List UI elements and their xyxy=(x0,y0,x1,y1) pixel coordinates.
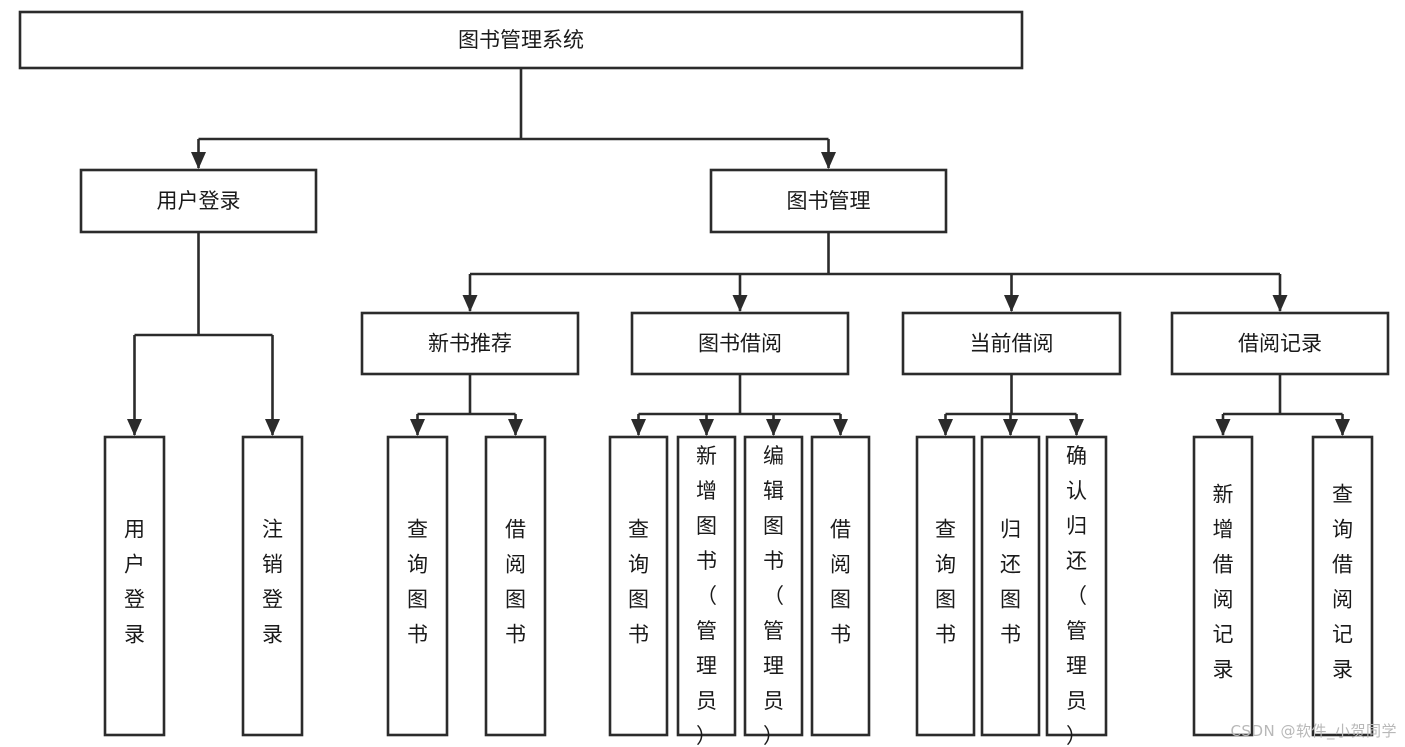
watermark-text: CSDN @软件_小贺同学 xyxy=(1230,722,1397,740)
node-label-user-login-do: 用户登录 xyxy=(124,518,145,647)
node-box-book-borrow xyxy=(630,311,850,376)
node-box-query-book-3 xyxy=(915,435,976,737)
arrow-head-icon xyxy=(410,419,425,436)
arrow-head-icon xyxy=(191,152,206,169)
node-layer: 用户登录用户登录注销登录图书管理新书推荐查询图书借阅图书图书借阅查询图书新增图书… xyxy=(18,10,1390,747)
node-query-book-1[interactable]: 查询图书 xyxy=(386,435,449,737)
node-box-edit-book xyxy=(743,435,804,737)
node-label-current-borrow: 当前借阅 xyxy=(970,332,1054,356)
arrow-head-icon xyxy=(127,419,142,436)
node-label-query-borrow-record: 查询借阅记录 xyxy=(1332,483,1353,682)
arrow-head-icon xyxy=(699,419,714,436)
node-borrow-book-2[interactable]: 借阅图书 xyxy=(810,435,871,737)
arrow-head-icon xyxy=(508,419,523,436)
node-label-return-book: 归还图书 xyxy=(1000,518,1021,647)
arrow-head-icon xyxy=(631,419,646,436)
node-query-book-3[interactable]: 查询图书 xyxy=(915,435,976,737)
node-confirm-return[interactable]: 确认归还（管理员） xyxy=(1045,435,1108,747)
node-new-book-recommend[interactable]: 新书推荐 xyxy=(360,311,580,376)
node-book-borrow[interactable]: 图书借阅 xyxy=(630,311,850,376)
node-box-confirm-return xyxy=(1045,435,1108,737)
node-add-borrow-record[interactable]: 新增借阅记录 xyxy=(1192,435,1254,737)
node-box-query-borrow-record xyxy=(1311,435,1374,737)
node-query-book-2[interactable]: 查询图书 xyxy=(608,435,669,737)
arrow-head-icon xyxy=(1215,419,1231,436)
node-root[interactable]: 图书管理系统 xyxy=(18,10,1024,70)
node-box-book-management xyxy=(709,168,948,234)
node-label-query-book-1: 查询图书 xyxy=(407,518,428,647)
node-label-borrow-book-1: 借阅图书 xyxy=(505,518,526,647)
node-box-query-book-2 xyxy=(608,435,669,737)
node-box-user-login-do xyxy=(103,435,166,737)
node-borrow-record[interactable]: 借阅记录 xyxy=(1170,311,1390,376)
node-label-query-book-2: 查询图书 xyxy=(628,518,649,647)
arrow-head-icon xyxy=(732,295,748,312)
node-label-book-borrow: 图书借阅 xyxy=(698,332,782,356)
node-box-return-book xyxy=(980,435,1041,737)
arrow-head-icon xyxy=(1272,295,1288,312)
arrow-head-icon xyxy=(1003,419,1018,436)
node-label-user-login: 用户登录 xyxy=(157,189,241,213)
node-user-login-do[interactable]: 用户登录 xyxy=(103,435,166,737)
node-book-management[interactable]: 图书管理 xyxy=(709,168,948,234)
node-user-logout[interactable]: 注销登录 xyxy=(241,435,304,737)
arrow-head-icon xyxy=(462,295,478,312)
arrow-head-icon xyxy=(766,419,781,436)
node-label-book-management: 图书管理 xyxy=(787,189,871,213)
node-query-borrow-record[interactable]: 查询借阅记录 xyxy=(1311,435,1374,737)
edge-layer xyxy=(127,68,1350,436)
node-box-borrow-record xyxy=(1170,311,1390,376)
node-label-add-book: 新增图书（管理员） xyxy=(696,444,717,747)
arrow-head-icon xyxy=(1069,419,1084,436)
node-add-book[interactable]: 新增图书（管理员） xyxy=(676,435,737,747)
node-label-user-logout: 注销登录 xyxy=(262,518,283,647)
node-label-root: 图书管理系统 xyxy=(458,28,584,52)
arrow-head-icon xyxy=(833,419,848,436)
node-borrow-book-1[interactable]: 借阅图书 xyxy=(484,435,547,737)
node-label-new-book-recommend: 新书推荐 xyxy=(428,332,512,356)
node-box-borrow-book-1 xyxy=(484,435,547,737)
arrow-head-icon xyxy=(821,152,836,169)
node-current-borrow[interactable]: 当前借阅 xyxy=(901,311,1122,376)
node-label-query-book-3: 查询图书 xyxy=(935,518,956,647)
node-return-book[interactable]: 归还图书 xyxy=(980,435,1041,737)
node-box-new-book-recommend xyxy=(360,311,580,376)
node-edit-book[interactable]: 编辑图书（管理员） xyxy=(743,435,804,747)
node-box-current-borrow xyxy=(901,311,1122,376)
node-label-add-borrow-record: 新增借阅记录 xyxy=(1213,483,1234,682)
node-box-query-book-1 xyxy=(386,435,449,737)
arrow-head-icon xyxy=(265,419,280,436)
arrow-head-icon xyxy=(1335,419,1350,436)
node-box-borrow-book-2 xyxy=(810,435,871,737)
arrow-head-icon xyxy=(1004,295,1019,312)
node-box-user-logout xyxy=(241,435,304,737)
node-label-confirm-return: 确认归还（管理员） xyxy=(1066,444,1087,747)
node-box-add-book xyxy=(676,435,737,737)
node-label-borrow-record: 借阅记录 xyxy=(1238,332,1322,356)
node-box-user-login xyxy=(79,168,318,234)
node-box-root xyxy=(18,10,1024,70)
node-label-edit-book: 编辑图书（管理员） xyxy=(763,444,784,747)
node-label-borrow-book-2: 借阅图书 xyxy=(830,518,851,647)
arrow-head-icon xyxy=(938,419,953,436)
node-user-login[interactable]: 用户登录 xyxy=(79,168,318,234)
node-box-add-borrow-record xyxy=(1192,435,1254,737)
